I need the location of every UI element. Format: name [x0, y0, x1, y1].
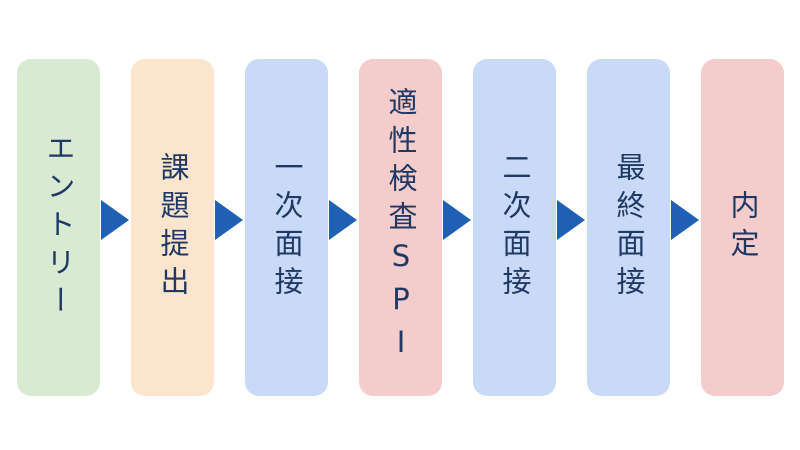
- step-first-interview: 一次面接: [245, 59, 328, 396]
- arrow-right-icon: [443, 200, 471, 240]
- arrow-right-icon: [671, 200, 699, 240]
- arrow-right-icon: [215, 200, 243, 240]
- step-final-interview: 最終面接: [587, 59, 670, 396]
- step-assignment-submission: 課題提出: [131, 59, 214, 396]
- step-aptitude-test: 適性検査SPI: [359, 59, 442, 396]
- step-label-job-offer: 内定: [726, 189, 760, 266]
- step-entry: エントリー: [17, 59, 100, 396]
- arrow-right-icon: [557, 200, 585, 240]
- step-label-second-interview: 二次面接: [498, 151, 532, 304]
- step-job-offer: 内定: [701, 59, 784, 396]
- step-label-entry: エントリー: [42, 132, 76, 323]
- step-label-assignment-submission: 課題提出: [156, 151, 190, 304]
- step-second-interview: 二次面接: [473, 59, 556, 396]
- arrow-right-icon: [329, 200, 357, 240]
- step-label-aptitude-test: 適性検査SPI: [384, 87, 418, 368]
- step-label-first-interview: 一次面接: [270, 151, 304, 304]
- arrow-right-icon: [101, 200, 129, 240]
- step-label-final-interview: 最終面接: [612, 151, 646, 304]
